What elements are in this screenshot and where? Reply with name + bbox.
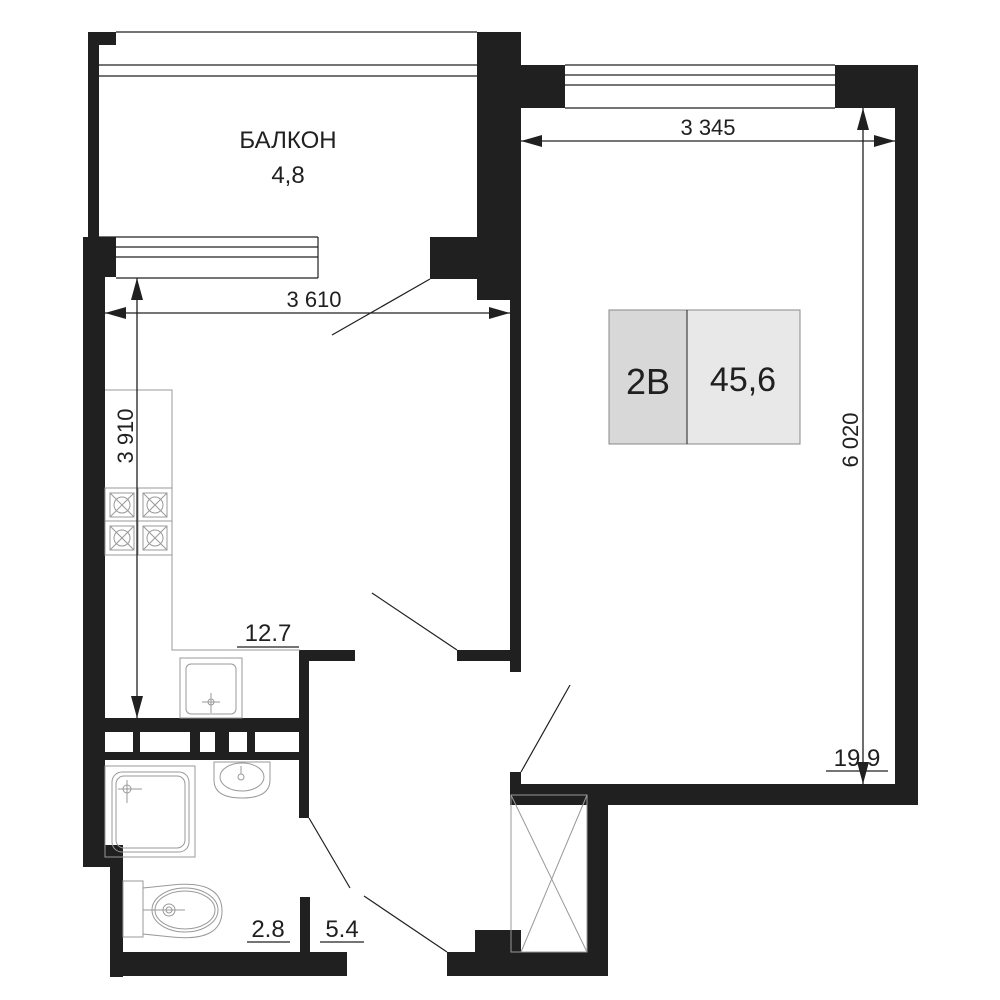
hallway-area-label: 5.4 [325, 916, 358, 943]
balcony-door-swing [331, 278, 431, 336]
doors [308, 278, 571, 953]
apartment-area-box [686, 309, 801, 445]
entrance-door-swing [363, 895, 448, 953]
apartment-total-area: 45,6 [710, 361, 776, 399]
stove-icon [104, 487, 173, 556]
walls [83, 32, 918, 977]
dimension-kitchen-length [131, 278, 143, 718]
apartment-type: 2B [626, 361, 670, 402]
kitchen-width-label: 3 610 [286, 287, 341, 312]
apartment-badge: 2B 45,6 [608, 309, 801, 445]
washbasin-icon [213, 761, 271, 799]
bathroom-door-swing [308, 817, 351, 889]
kitchen-sink-icon [179, 657, 243, 719]
dimension-bedroom-width [521, 135, 895, 147]
bedroom-area-label: 19.9 [834, 745, 881, 772]
dimension-bedroom-length [857, 108, 869, 784]
balcony-area: 4,8 [271, 162, 304, 189]
apartment-type-box [608, 309, 688, 445]
dimension-kitchen-width [105, 307, 510, 319]
bedroom-width-label: 3 345 [680, 115, 735, 140]
kitchen-door-swing [371, 592, 458, 651]
toilet-icon [122, 880, 223, 939]
shower-tray-icon [104, 765, 196, 858]
windows [99, 31, 835, 279]
kitchen-area-label: 12.7 [245, 620, 292, 647]
ventilation-shaft [510, 794, 588, 953]
bedroom-door-swing [520, 684, 571, 773]
bathroom-area-label: 2.8 [251, 916, 284, 943]
kitchen-length-label: 3 910 [113, 408, 138, 463]
balcony-label: БАЛКОН [239, 127, 336, 154]
bedroom-length-label: 6 020 [838, 412, 863, 467]
